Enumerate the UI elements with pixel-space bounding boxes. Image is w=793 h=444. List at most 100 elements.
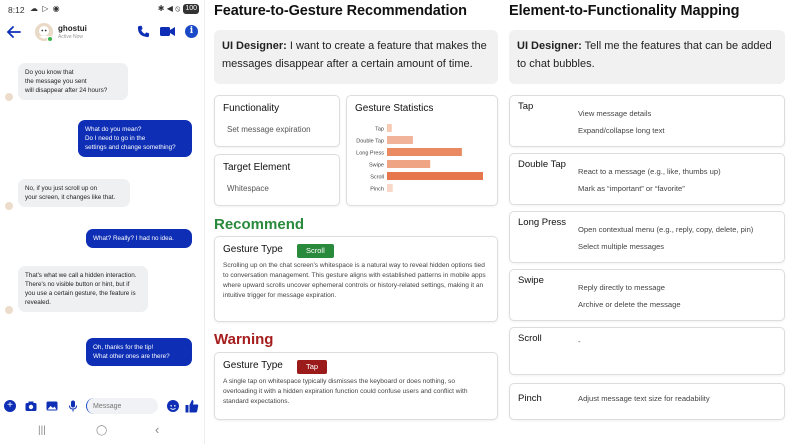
mapping-gesture: Swipe bbox=[518, 275, 544, 286]
sender-avatar bbox=[4, 92, 14, 102]
home-button[interactable]: ◯ bbox=[96, 425, 108, 436]
message-input[interactable] bbox=[86, 398, 158, 414]
bar bbox=[387, 172, 483, 180]
gesture-type-label: Gesture Type bbox=[223, 360, 283, 371]
message-line: That's what we call a hidden interaction… bbox=[25, 272, 137, 279]
status-time: 8:12 bbox=[8, 5, 25, 15]
mapping-function: React to a message (e.g., like, thumbs u… bbox=[578, 167, 721, 176]
designer-prompt: UI Designer: Tell me the features that c… bbox=[509, 30, 785, 84]
mapping-function: - bbox=[578, 337, 581, 346]
target-element-card: Target Element Whitespace bbox=[214, 154, 340, 206]
message-line: the message you sent bbox=[25, 78, 87, 85]
battery-icon: 100 bbox=[183, 4, 199, 14]
phone-call-icon[interactable] bbox=[137, 25, 150, 38]
target-element-value: Whitespace bbox=[227, 184, 269, 193]
message-line: What do you mean? bbox=[85, 126, 142, 133]
mapping-row-long-press: Long Press Open contextual menu (e.g., r… bbox=[509, 211, 785, 263]
video-call-icon[interactable] bbox=[160, 26, 175, 37]
mapping-row-scroll: Scroll - bbox=[509, 327, 785, 375]
recommended-gesture-badge: Scroll bbox=[297, 244, 334, 258]
message-line: What? Really? I had no idea. bbox=[93, 235, 174, 242]
message-bubble-outgoing[interactable]: What? Really? I had no idea. bbox=[86, 229, 192, 248]
info-icon[interactable]: i bbox=[185, 25, 198, 38]
ghost-avatar-icon bbox=[39, 26, 49, 39]
message-line: Do you know that bbox=[25, 69, 74, 76]
system-status-icons: ✱ ◀ ⦸ bbox=[157, 4, 181, 13]
warning-gesture-badge: Tap bbox=[297, 360, 328, 374]
prompt-text: I want to create a feature that makes th… bbox=[222, 40, 487, 70]
mapping-gesture: Pinch bbox=[518, 393, 542, 404]
mapping-function: Open contextual menu (e.g., reply, copy,… bbox=[578, 225, 754, 234]
message-bubble-outgoing[interactable]: Oh, thanks for the tip! What other ones … bbox=[86, 338, 192, 366]
phone-chat-screen: 8:12 ☁ ▷ ◉ ✱ ◀ ⦸ 100 ghostui Active bbox=[0, 0, 205, 444]
online-indicator bbox=[47, 36, 53, 42]
mapping-gesture: Tap bbox=[518, 101, 534, 112]
system-icons: ✱ ◀ ⦸ 100 bbox=[158, 4, 199, 14]
gallery-icon[interactable] bbox=[46, 400, 58, 412]
bar bbox=[387, 184, 393, 192]
message-line: No, if you just scroll up on bbox=[25, 185, 98, 192]
prompt-text: Tell me the features that can be added t… bbox=[517, 40, 772, 70]
sender-avatar bbox=[4, 201, 14, 211]
mapping-gesture: Long Press bbox=[518, 217, 567, 228]
contact-status: Active Now bbox=[58, 34, 84, 40]
message-line: will disappear after 24 hours? bbox=[25, 87, 108, 94]
mapping-function: Mark as “important” or “favorite” bbox=[578, 184, 685, 193]
designer-prompt: UI Designer: I want to create a feature … bbox=[214, 30, 498, 84]
thumbs-up-icon[interactable] bbox=[185, 399, 199, 413]
microphone-icon[interactable] bbox=[67, 400, 79, 412]
message-bubble-incoming[interactable]: No, if you just scroll up on your screen… bbox=[18, 179, 130, 207]
bar bbox=[387, 148, 462, 156]
bar bbox=[387, 124, 392, 132]
emoji-icon[interactable] bbox=[167, 400, 179, 412]
bar-label: Long Press bbox=[356, 151, 384, 157]
android-nav-bar: ||| ◯ ‹ bbox=[0, 420, 205, 444]
smile-face-icon bbox=[170, 405, 176, 410]
mapping-function: Adjust message text size for readability bbox=[578, 394, 710, 403]
mapping-function: Reply directly to message bbox=[578, 283, 665, 292]
message-line: Do I need to go in the bbox=[85, 135, 146, 142]
message-line: settings and change something? bbox=[85, 144, 176, 151]
mapping-row-double-tap: Double Tap React to a message (e.g., lik… bbox=[509, 153, 785, 205]
functionality-card: Functionality Set message expiration bbox=[214, 95, 340, 147]
notification-icons: ☁ ▷ ◉ bbox=[30, 4, 61, 13]
message-bubble-incoming[interactable]: Do you know that the message you sent wi… bbox=[18, 63, 128, 100]
recent-apps-button[interactable]: ||| bbox=[38, 425, 46, 436]
message-line: your screen, it changes like that. bbox=[25, 194, 116, 201]
message-line: Oh, thanks for the tip! bbox=[93, 344, 154, 351]
functionality-value: Set message expiration bbox=[227, 125, 311, 134]
recommend-explanation: Scrolling up on the chat screen's whites… bbox=[223, 262, 486, 299]
gesture-statistics-title: Gesture Statistics bbox=[355, 103, 434, 114]
contact-name[interactable]: ghostui bbox=[58, 24, 87, 33]
back-arrow-icon[interactable] bbox=[6, 24, 22, 40]
bar bbox=[387, 160, 431, 168]
prompt-role: UI Designer: bbox=[222, 40, 287, 52]
recommend-heading: Recommend bbox=[214, 216, 305, 233]
message-line: There's no visible button or hint, but i… bbox=[25, 281, 130, 288]
bar-label: Scroll bbox=[370, 175, 384, 181]
chat-header: ghostui Active Now i bbox=[0, 22, 205, 48]
bar-label: Swipe bbox=[369, 163, 384, 169]
mapping-function: Select multiple messages bbox=[578, 242, 665, 251]
right-panel-title: Element-to-Functionality Mapping bbox=[509, 3, 740, 19]
mapping-function: Archive or delete the message bbox=[578, 300, 681, 309]
mapping-row-tap: Tap View message details Expand/collapse… bbox=[509, 95, 785, 147]
plus-icon[interactable]: + bbox=[4, 400, 16, 412]
mapping-row-swipe: Swipe Reply directly to message Archive … bbox=[509, 269, 785, 321]
bar-label: Tap bbox=[375, 127, 384, 133]
functionality-label: Functionality bbox=[223, 103, 280, 114]
status-bar: 8:12 ☁ ▷ ◉ ✱ ◀ ⦸ 100 bbox=[0, 0, 205, 20]
sender-avatar bbox=[4, 305, 14, 315]
back-button[interactable]: ‹ bbox=[155, 422, 160, 437]
camera-icon[interactable] bbox=[25, 400, 37, 412]
mapping-function: Expand/collapse long text bbox=[578, 126, 665, 135]
message-line: you use a certain gesture, the feature i… bbox=[25, 290, 136, 297]
message-line: What other ones are there? bbox=[93, 353, 170, 360]
message-bubble-outgoing[interactable]: What do you mean? Do I need to go in the… bbox=[78, 120, 192, 157]
message-composer: + bbox=[0, 396, 205, 416]
message-bubble-incoming[interactable]: That's what we call a hidden interaction… bbox=[18, 266, 148, 312]
bar-label: Double Tap bbox=[356, 139, 384, 145]
